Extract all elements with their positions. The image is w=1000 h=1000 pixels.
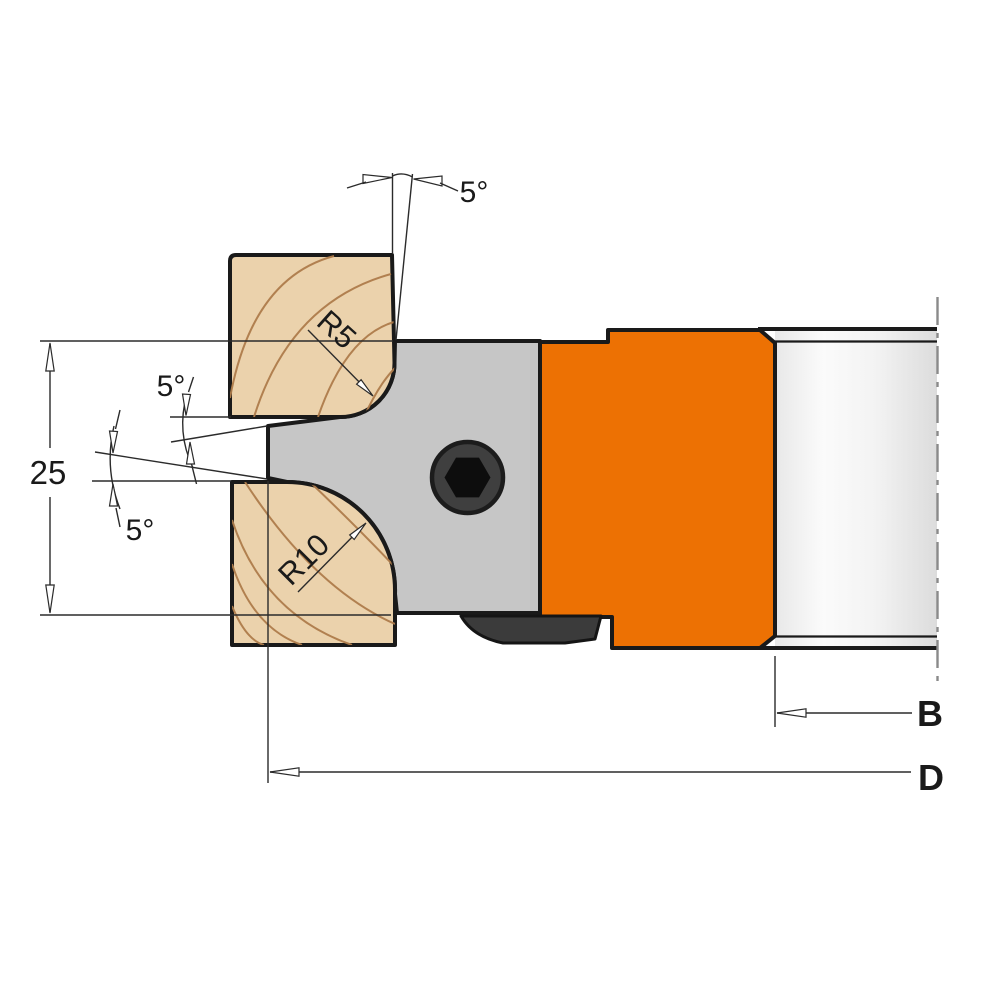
arrow-left-icon — [776, 708, 807, 718]
wood-grain-bottom — [232, 482, 395, 645]
label-bore-b: B — [917, 693, 943, 734]
arrow-diagonal-icon — [348, 522, 367, 541]
arrow-down-icon — [45, 584, 55, 614]
dimension-25 — [40, 340, 393, 616]
ref-line-sheared — [94, 451, 268, 480]
angle-callout-lower — [92, 409, 268, 528]
arrow-left-icon — [269, 767, 300, 777]
arrow-up-icon — [185, 441, 196, 465]
label-diameter-d: D — [918, 757, 944, 798]
label-angle-lower: 5° — [126, 514, 155, 547]
label-angle-top: 5° — [460, 176, 489, 209]
cutter-body — [538, 328, 777, 650]
arrow-left-icon — [413, 175, 443, 187]
hex-socket-screw — [429, 439, 506, 516]
workpiece-bottom — [230, 480, 397, 647]
arrow-tail — [346, 181, 367, 189]
angle-arc — [392, 173, 413, 178]
ref-line-sheared — [170, 425, 268, 443]
angle-callout-top — [346, 173, 459, 341]
leader-line — [439, 182, 459, 192]
label-angle-upper: 5° — [157, 370, 186, 403]
dimension-b — [774, 656, 912, 727]
screw-hex-socket — [444, 457, 491, 498]
label-width-25: 25 — [30, 454, 67, 491]
dimension-d — [267, 481, 911, 783]
shaft-body — [775, 329, 937, 648]
angle-callout-upper — [170, 376, 268, 485]
arrow-up-icon — [108, 483, 119, 507]
arrow-tail — [114, 409, 121, 430]
arrow-diagonal-icon — [355, 378, 374, 397]
arrow-up-icon — [45, 342, 55, 372]
arrow-tail — [187, 376, 195, 393]
radius-callout-r5 — [307, 329, 374, 397]
arrow-tail — [115, 507, 121, 528]
arrow-down-icon — [108, 430, 119, 454]
radius-callout-r10 — [297, 522, 367, 593]
spindle-shaft — [758, 327, 937, 650]
arrow-down-icon — [181, 393, 192, 416]
arrow-right-icon — [362, 173, 393, 185]
clamp-wedge — [459, 614, 603, 645]
ref-line-sheared — [395, 173, 414, 341]
